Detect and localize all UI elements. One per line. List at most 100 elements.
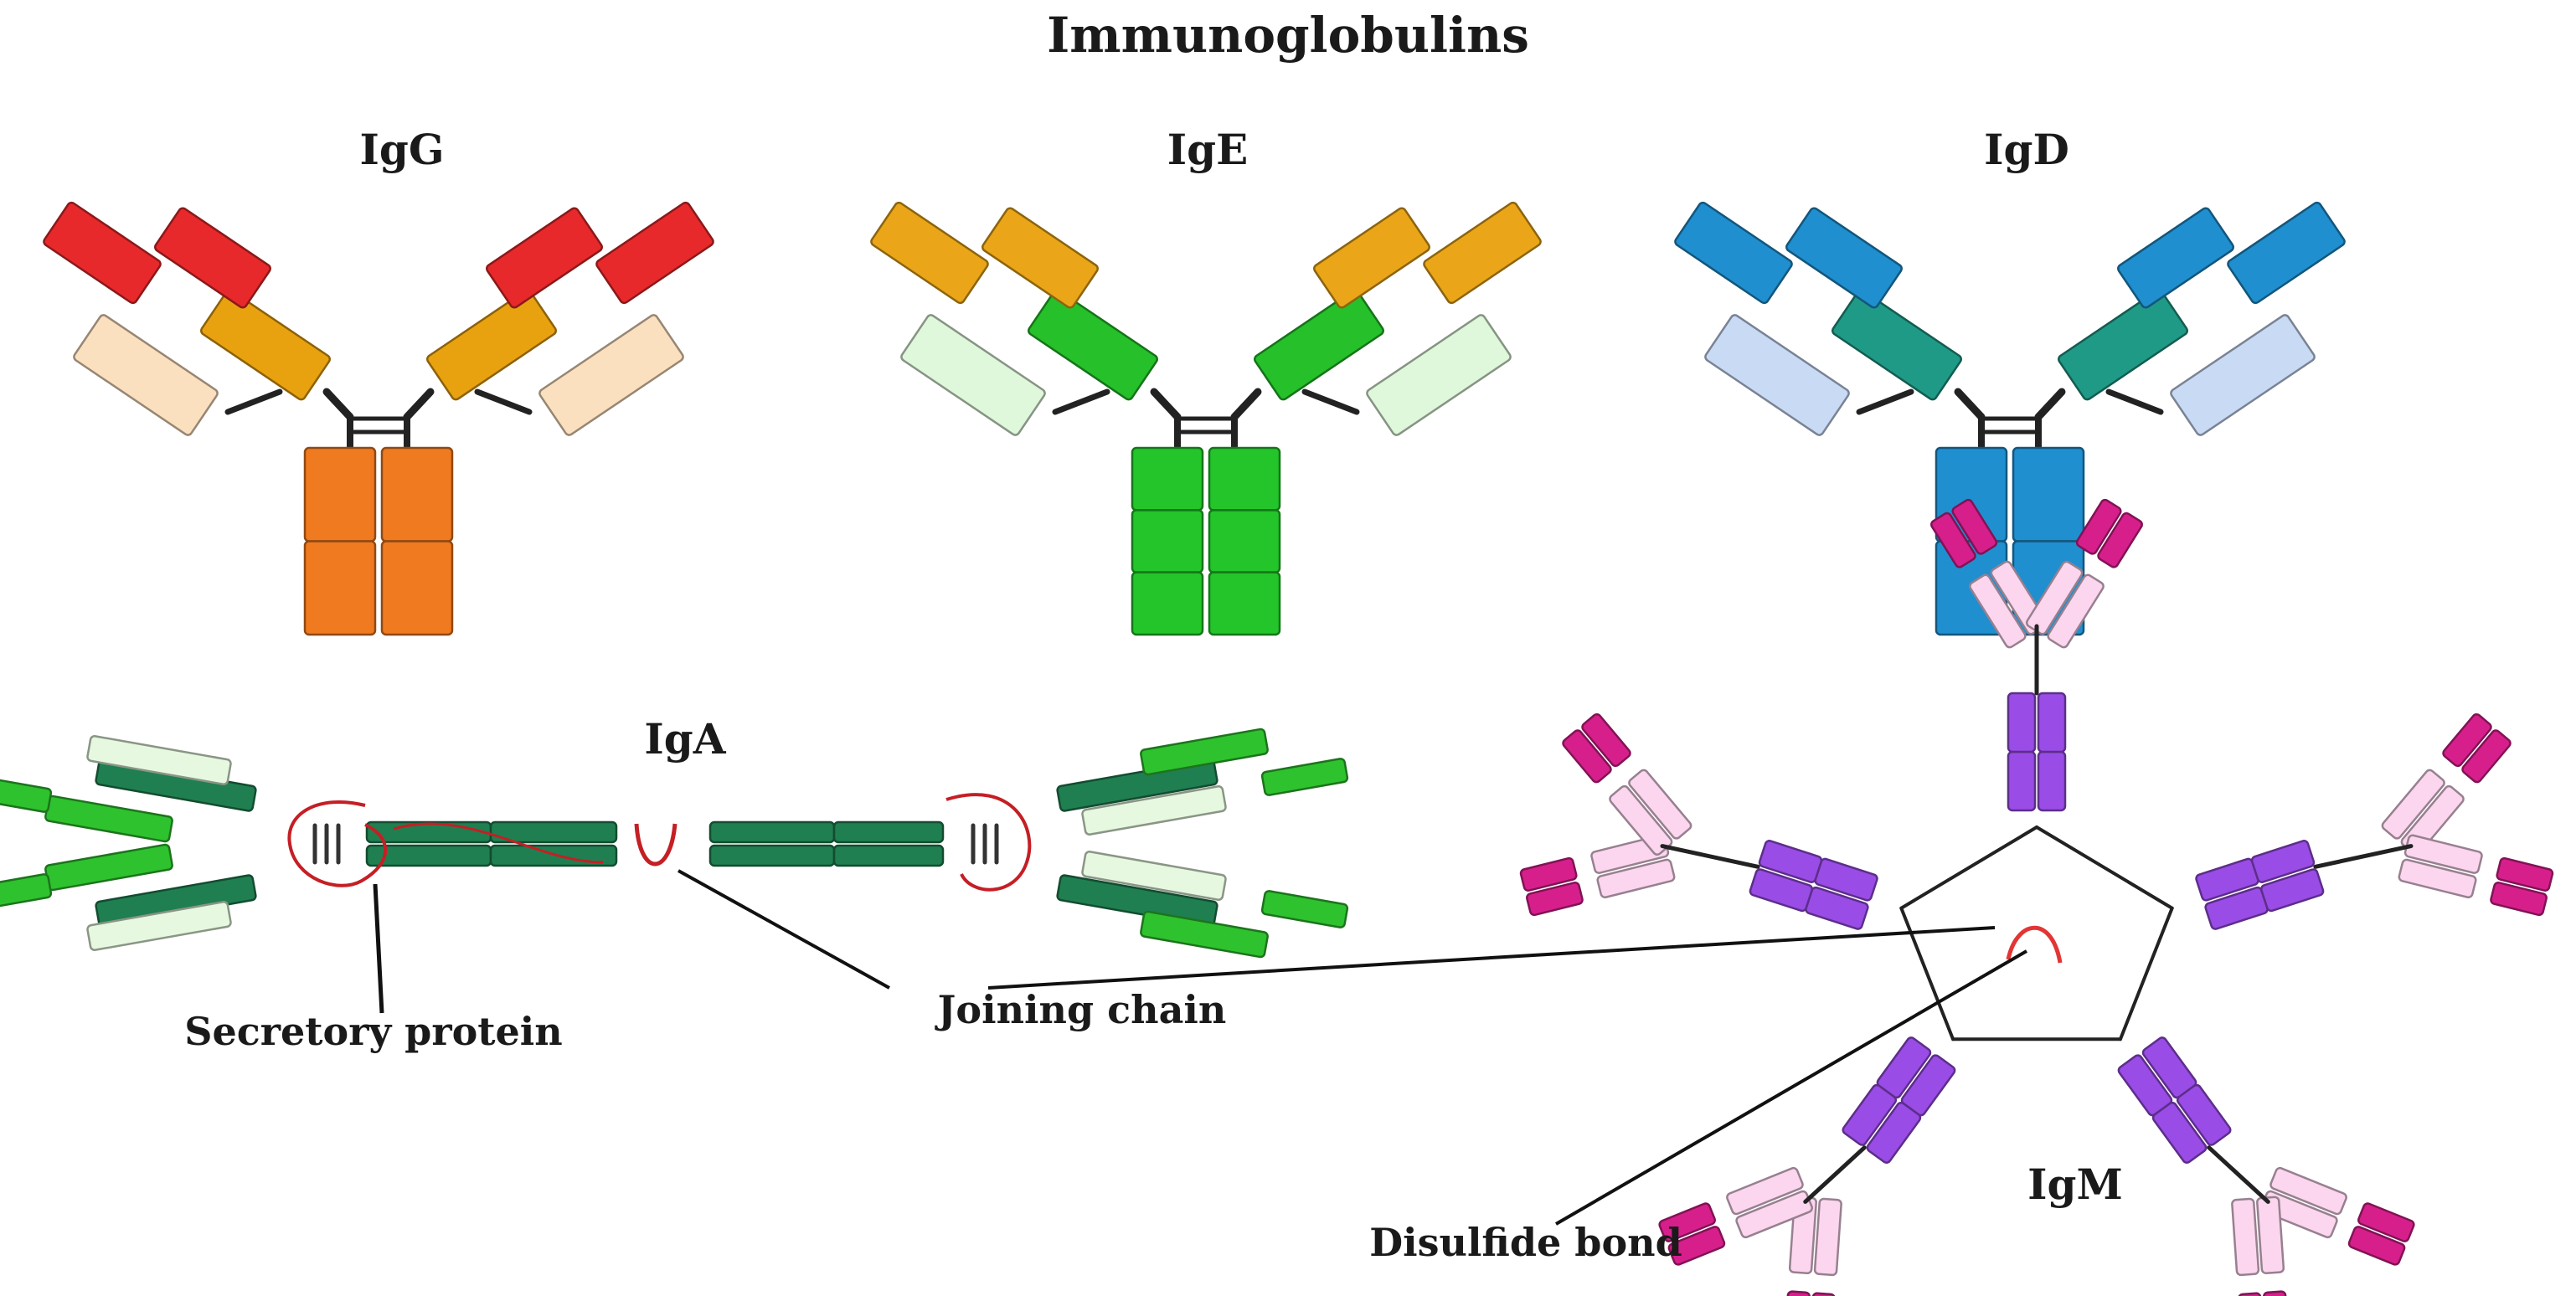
light-variable-domain-outer-right (1423, 201, 1542, 305)
light-constant-domain-right (2170, 314, 2316, 436)
igm-arm-variable (1581, 712, 1631, 768)
disulfide-bond-label: Disulfide bond (1369, 1220, 1682, 1265)
heavy-variable-domain-left (1028, 289, 1158, 401)
igm-heavy-constant (2259, 868, 2325, 913)
igm-disulfide-link (2118, 906, 2174, 1041)
igm-disulfide-link (1899, 825, 2038, 910)
igm-arm-light (1813, 1197, 1842, 1277)
light-variable-domain-outer-right (2227, 201, 2346, 305)
light-chain-link-left (1856, 388, 1914, 415)
hinge-left (1150, 388, 1182, 421)
igm-arm-variable (2237, 1292, 2265, 1296)
light-variable-domain-top-left (1785, 207, 1903, 309)
igm-heavy-constant (2151, 1101, 2208, 1164)
joining-chain-leader-iga (677, 869, 890, 990)
disulfide-bond-leader (1554, 949, 2028, 1226)
igm-heavy-constant (2176, 1083, 2232, 1146)
hinge-right (1230, 388, 1262, 421)
iga-arm-light-tip (1260, 890, 1349, 928)
ige-label: IgE (1167, 125, 1248, 174)
light-variable-domain-outer-left (1674, 201, 1793, 305)
igm-disulfide-link (1899, 906, 1955, 1041)
joining-chain-igm (2006, 925, 2063, 964)
light-constant-domain-right (1366, 314, 1512, 436)
iga-heavy-constant (708, 844, 836, 867)
constant-domain-left (303, 446, 377, 543)
secretory-protein-loop-left (287, 800, 388, 887)
igm-arm-variable (2442, 712, 2492, 768)
igm-arm-light (2381, 769, 2445, 840)
igm-arm-variable (2347, 1226, 2406, 1266)
iga-arm-light-outer (44, 843, 173, 892)
joining-chain-label: Joining chain (935, 987, 1227, 1032)
igm-arm-variable (1519, 856, 1578, 892)
iga-arm-light-outer (44, 795, 173, 843)
igm-arm-light (2047, 573, 2105, 649)
iga-arm-light-tip (1260, 758, 1349, 796)
constant-domain-right (380, 540, 454, 636)
light-constant-domain-left (1704, 314, 1850, 436)
igm-arm-variable (1562, 729, 1612, 784)
light-chain-link-left (224, 388, 283, 415)
igm-arm-light (1726, 1166, 1804, 1216)
light-variable-domain-top-right (486, 207, 603, 309)
igm-arm-variable (2262, 1290, 2290, 1296)
igm-arm-variable (1951, 498, 1998, 555)
iga-arm-light (1081, 851, 1227, 901)
iga-arm-light-outer (1140, 728, 1269, 776)
iga-heavy-constant (489, 820, 618, 844)
igm-hinge (2207, 1145, 2270, 1204)
heavy-variable-domain-right (426, 289, 557, 401)
iga-arm-light (1081, 785, 1227, 836)
light-chain-link-right (2105, 388, 2164, 415)
igm-heavy-constant (1866, 1101, 1922, 1164)
igm-arm-variable (2075, 498, 2122, 555)
constant-domain-right (1208, 509, 1281, 573)
light-variable-domain-outer-left (870, 201, 989, 305)
light-variable-domain-top-right (2117, 207, 2234, 309)
igm-heavy-constant (2007, 750, 2037, 812)
igm-heavy-constant (2250, 840, 2316, 883)
igm-arm-light (2025, 560, 2084, 635)
igm-arm-variable (2097, 512, 2143, 568)
igm-heavy-constant (2037, 750, 2067, 812)
light-variable-domain-outer-left (43, 201, 162, 305)
igm-arm-variable (1658, 1202, 1716, 1242)
constant-domain-left (1131, 571, 1204, 636)
iga-dimer (0, 728, 1349, 959)
igm-label: IgM (2027, 1160, 2123, 1209)
igm-arm-light (2398, 858, 2477, 899)
igm-arm-variable (1667, 1226, 1726, 1266)
light-chain-link-right (1301, 388, 1360, 415)
heavy-variable-domain-right (2058, 289, 2188, 401)
hinge-left (1954, 388, 1986, 421)
igm-arm-light (1628, 769, 1692, 840)
igm-heavy-constant (2037, 692, 2067, 753)
igm-hinge (1660, 844, 1760, 869)
igm-arm-light (1596, 858, 1676, 899)
light-constant-domain-left (900, 314, 1046, 436)
callout-leader-lines (373, 869, 2028, 1226)
light-variable-domain-top-left (154, 207, 271, 309)
iga-heavy-constant (708, 820, 836, 844)
igm-arm-variable (1930, 512, 1976, 568)
constant-domain-left (1131, 446, 1204, 512)
hinge-right (403, 388, 435, 421)
secretory-protein-leader (373, 883, 384, 1014)
igm-heavy-constant (1749, 868, 1814, 913)
hinge-left (322, 388, 354, 421)
hinge-right (2034, 388, 2066, 421)
secretory-protein-label: Secretory protein (184, 1009, 562, 1054)
igg-label: IgG (359, 125, 444, 174)
igm-heavy-constant (1758, 840, 1823, 883)
igm-hinge (1803, 1145, 1867, 1204)
secretory-protein-strand (393, 822, 604, 864)
ige-antibody (870, 201, 1542, 636)
constant-domain-left (303, 540, 377, 636)
igg-antibody (43, 201, 714, 636)
igm-arm-variable (1783, 1290, 1811, 1296)
iga-arm-light (86, 735, 232, 785)
igm-heavy-constant (1842, 1083, 1898, 1146)
joining-chain-leader-igm (987, 926, 1996, 990)
